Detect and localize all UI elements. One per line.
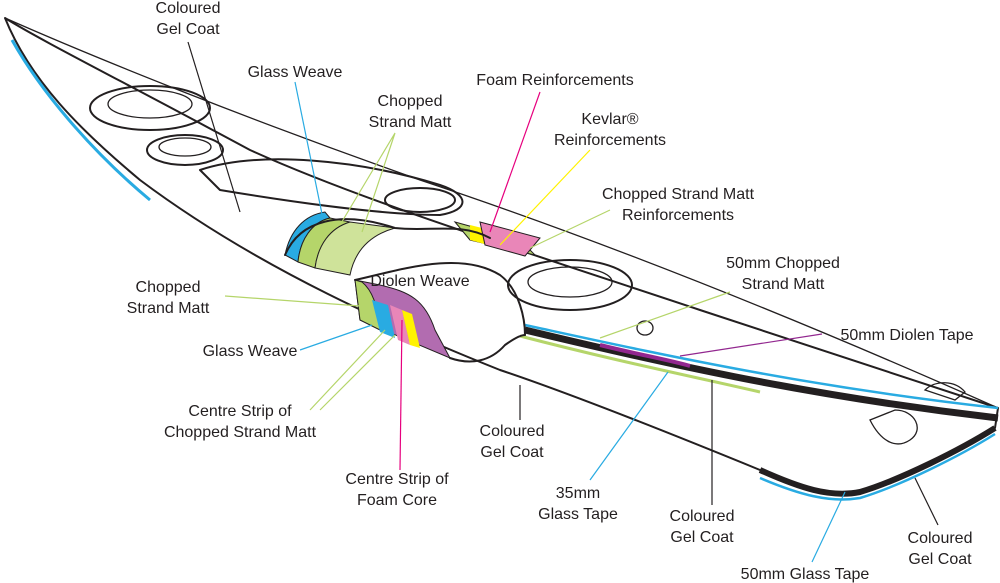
label-50mm-diolen-tape: 50mm Diolen Tape [840, 327, 973, 344]
label-foam-reinforcements: Foam Reinforcements [476, 72, 633, 89]
kayak-hull [4, 17, 999, 501]
cutaway-lower-layers [354, 261, 526, 363]
label-diolen-weave: Diolen Weave [370, 273, 469, 290]
label-kevlar-reinforcements: Kevlar®Reinforcements [554, 111, 666, 149]
label-glass-weave-top: Glass Weave [248, 64, 343, 81]
label-glass-weave-left: Glass Weave [203, 343, 298, 360]
cutaway-upper-layers [284, 211, 541, 276]
deck-fittings [89, 85, 654, 336]
leader-lines [187, 41, 939, 563]
label-50mm-glass-tape: 50mm Glass Tape [741, 566, 870, 583]
